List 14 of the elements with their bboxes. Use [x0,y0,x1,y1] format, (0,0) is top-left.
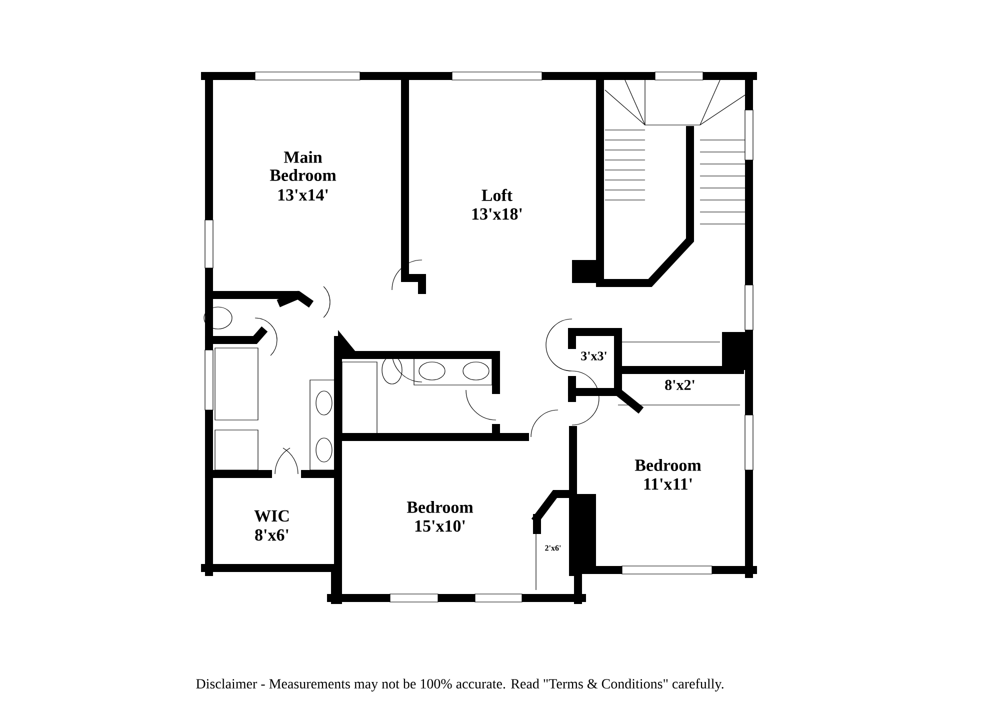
room-dimension: 2'x6' [545,545,561,551]
room-dimension: 3'x3' [581,352,606,360]
room-dimension: 13'x18' [472,208,522,220]
room-dimension: 11'x11' [644,478,692,490]
room-dimension: 15'x10' [415,520,465,532]
room-name: Loft [482,188,512,202]
room-dimension: 8'x2' [665,380,694,390]
room-name: Main Bedroom [270,151,336,181]
room-name: WIC [254,510,289,522]
room-dimension: 8'x6' [255,529,288,541]
disclaimer-text: Disclaimer - Measurements may not be 100% accurate. Read "Terms & Conditions" carefully. [196,678,724,692]
room-name: Bedroom [634,459,702,471]
room-name: Bedroom [406,501,474,513]
room-dimension: 13'x14' [278,189,328,201]
